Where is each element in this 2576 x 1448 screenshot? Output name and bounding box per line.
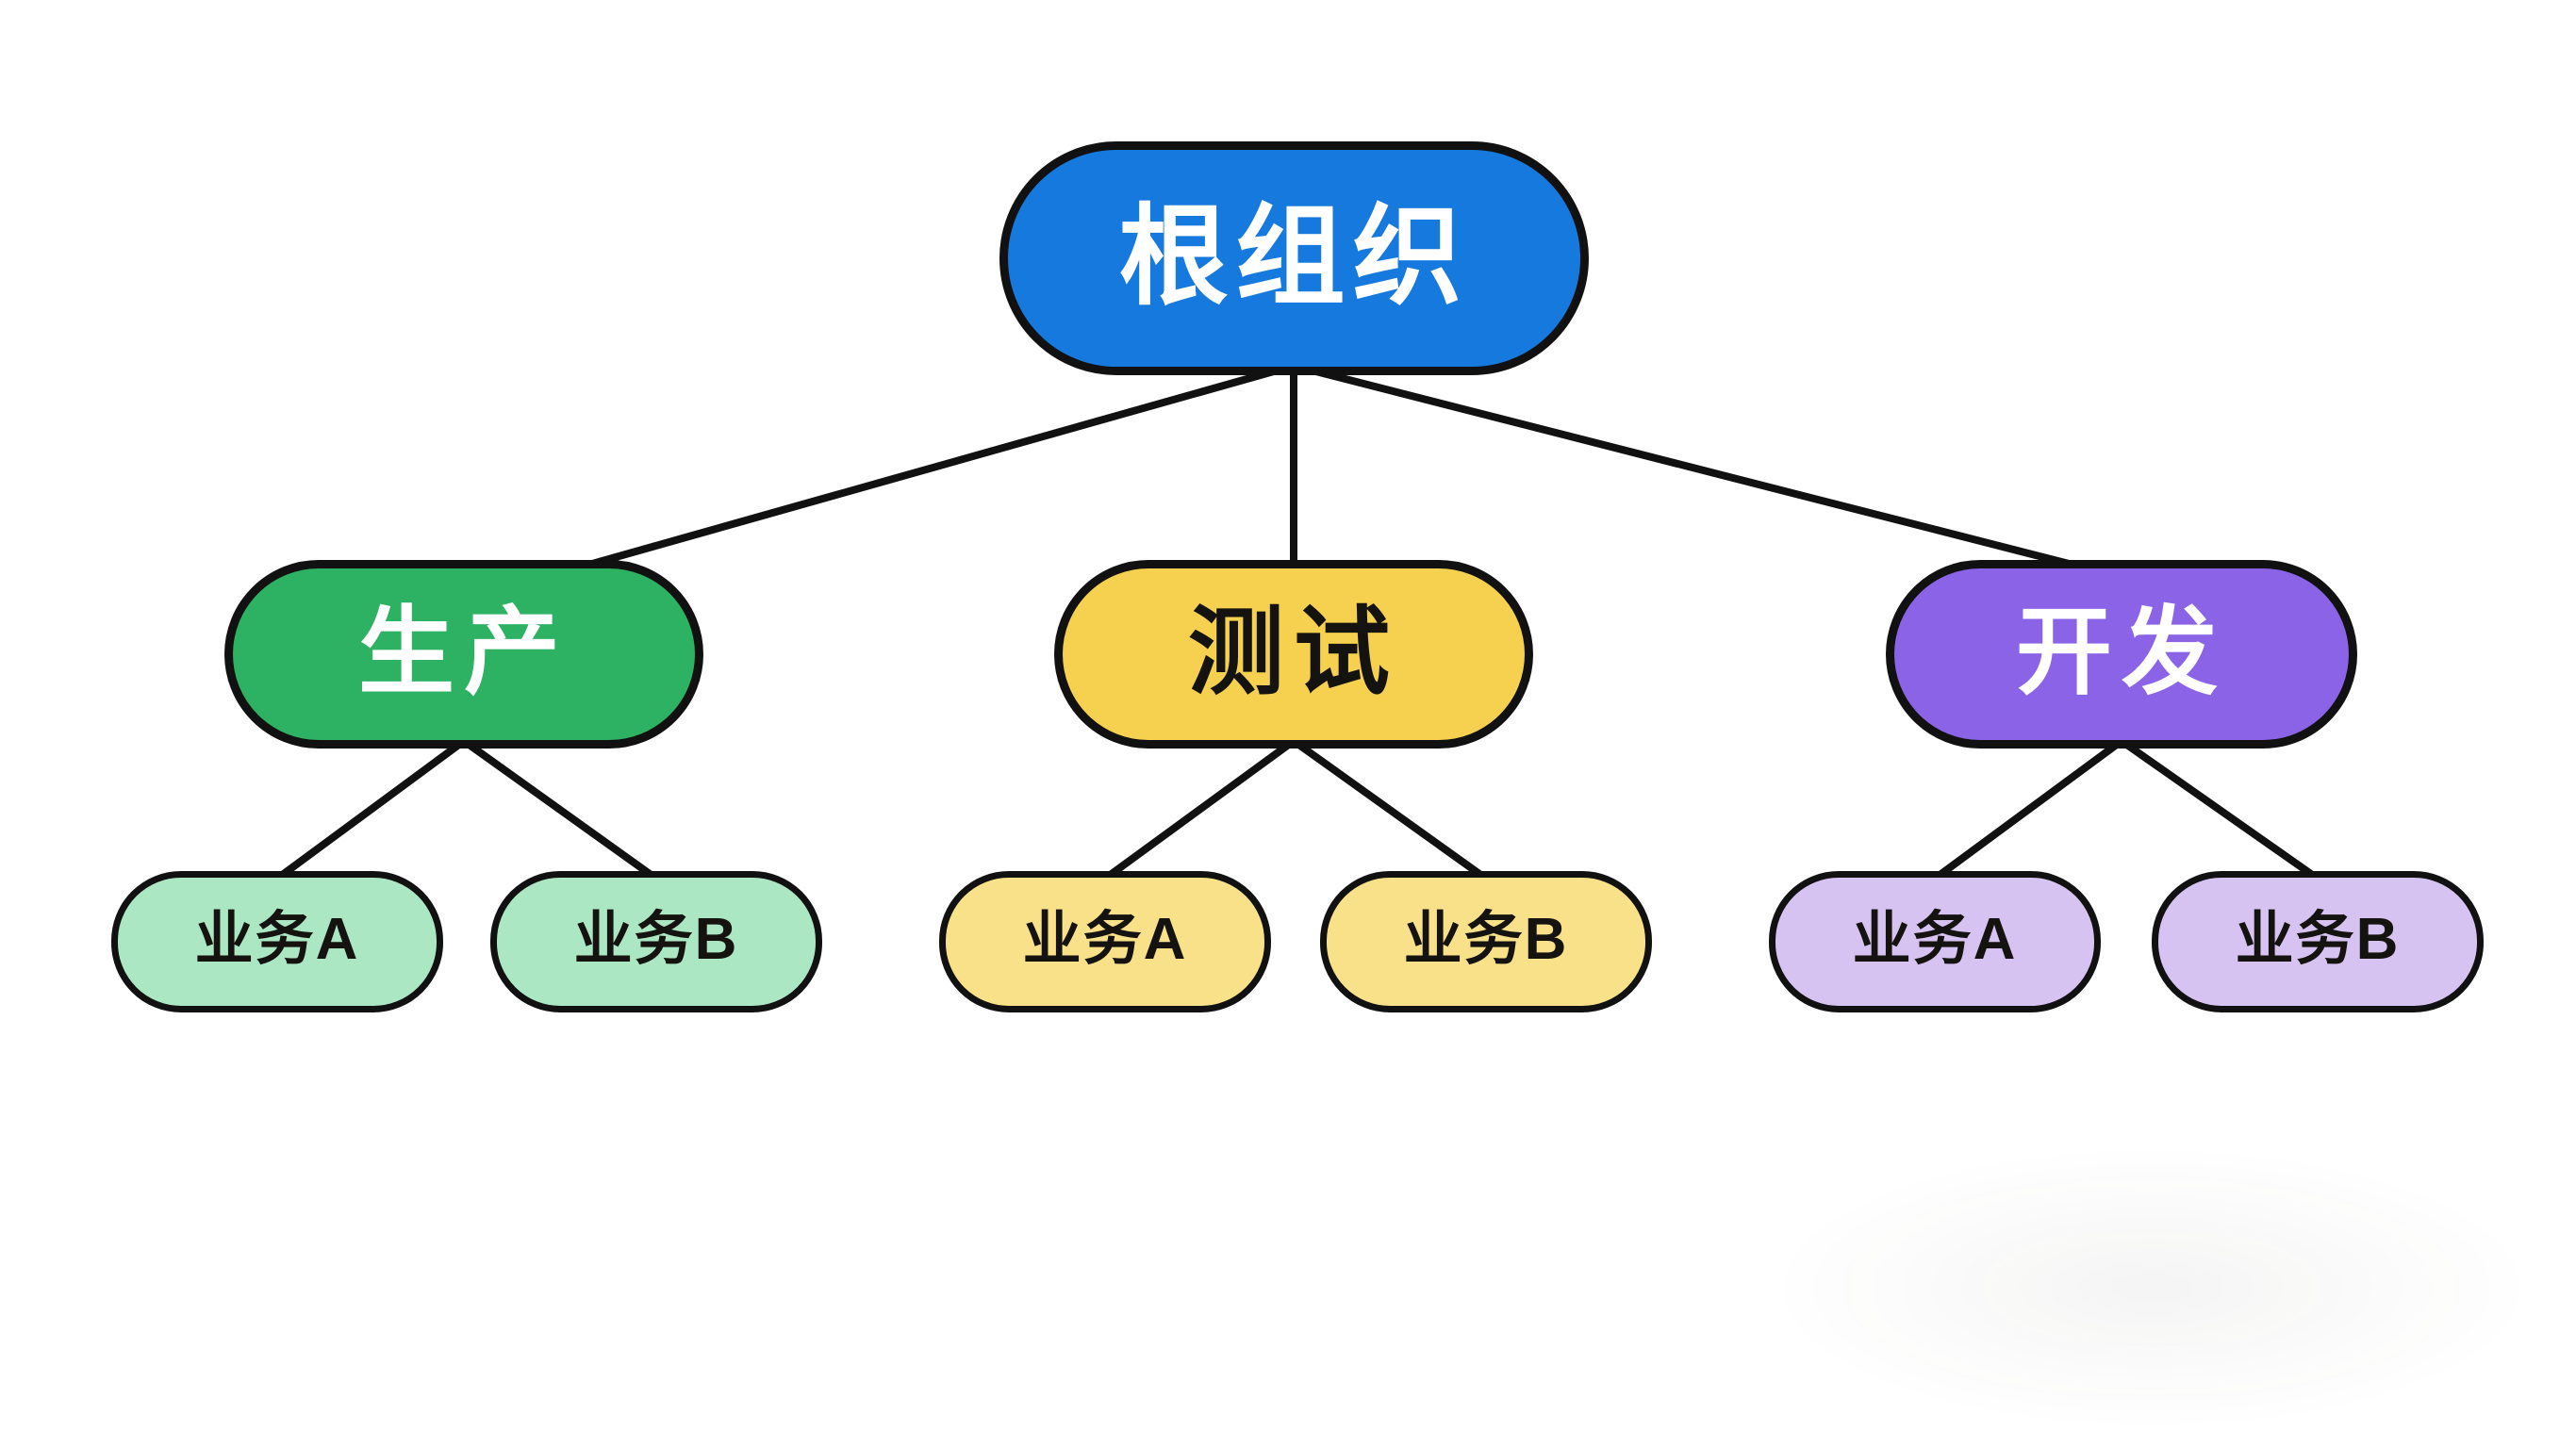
node-development-label: 开发: [2016, 599, 2227, 706]
edge-testing-biz-a: [1101, 737, 1297, 882]
node-production-biz-b: 业务B: [490, 871, 822, 1012]
node-testing-biz-b-label: 业务B: [1403, 907, 1569, 972]
node-development-biz-a-label: 业务A: [1852, 907, 2018, 972]
node-development-biz-a: 业务A: [1769, 871, 2101, 1012]
edge-root-production: [575, 362, 1297, 571]
node-testing: 测试: [1054, 560, 1533, 749]
edge-development-biz-a: [1931, 737, 2125, 882]
edge-production-biz-b: [460, 737, 660, 882]
edge-development-biz-b: [2118, 737, 2321, 882]
node-testing-biz-b: 业务B: [1320, 871, 1652, 1012]
node-root-org-label: 根组织: [1118, 195, 1470, 318]
node-production-biz-a-label: 业务A: [194, 907, 360, 972]
node-development: 开发: [1886, 560, 2357, 749]
node-testing-label: 测试: [1188, 599, 1399, 706]
node-development-biz-b: 业务B: [2152, 871, 2484, 1012]
edge-production-biz-a: [273, 737, 468, 882]
node-root-org: 根组织: [999, 141, 1589, 375]
node-production-label: 生产: [358, 599, 570, 706]
node-testing-biz-a: 业务A: [939, 871, 1271, 1012]
node-testing-biz-a-label: 业务A: [1022, 907, 1188, 972]
node-production: 生产: [224, 560, 703, 749]
node-development-biz-b-label: 业务B: [2235, 907, 2401, 972]
node-production-biz-b-label: 业务B: [573, 907, 739, 972]
edge-testing-biz-b: [1290, 737, 1490, 882]
edge-root-development: [1290, 362, 2088, 571]
node-production-biz-a: 业务A: [111, 871, 443, 1012]
background-smudge: [1765, 1146, 2538, 1429]
